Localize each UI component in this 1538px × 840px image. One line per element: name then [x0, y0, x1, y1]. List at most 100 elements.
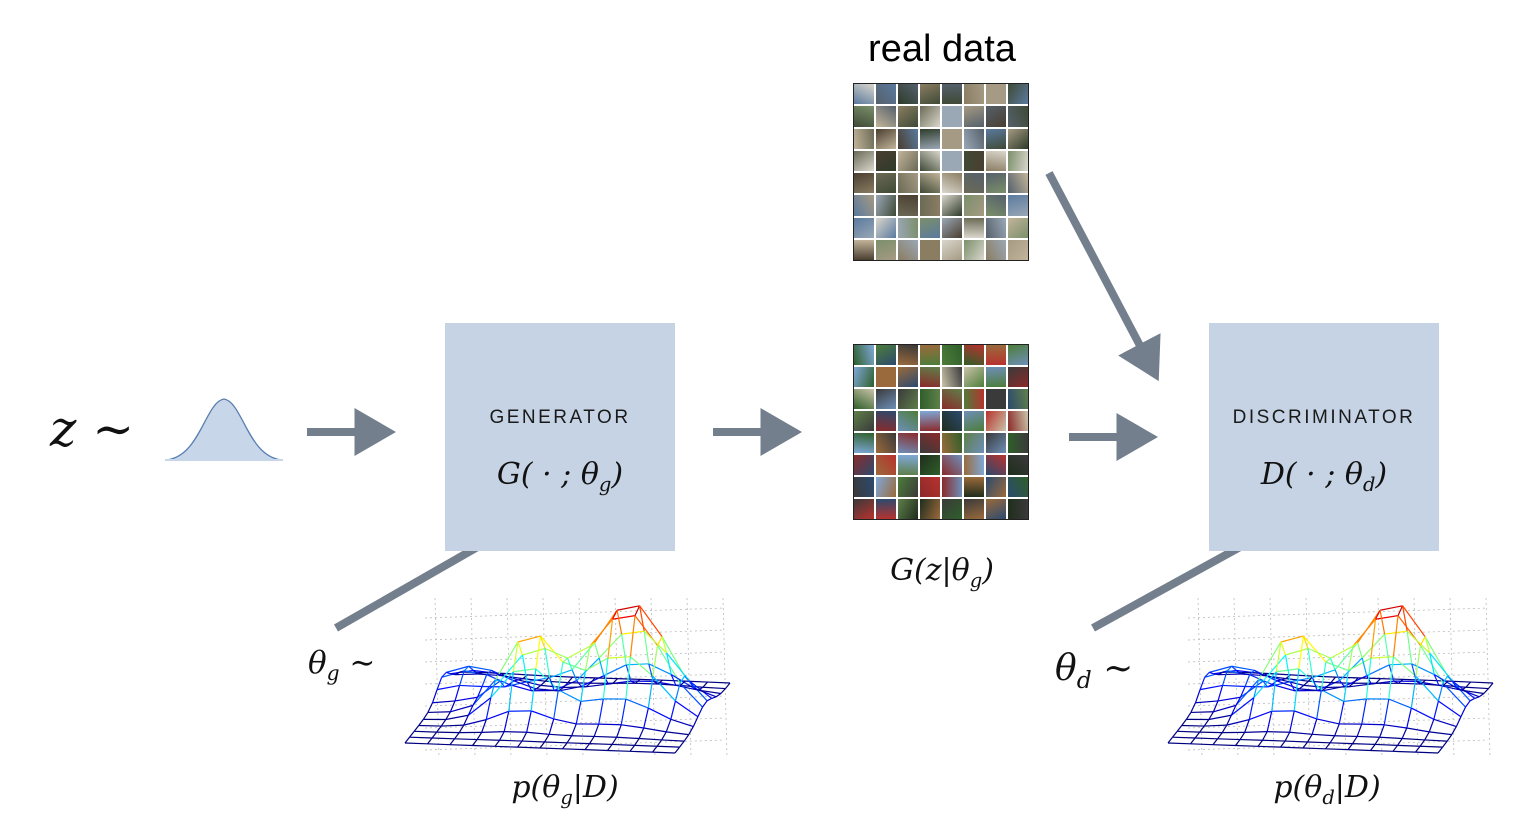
thumbnail-image	[942, 195, 962, 216]
surface-mesh-line	[634, 605, 641, 616]
surface-mesh-line	[513, 679, 519, 682]
thumbnail-image	[898, 150, 918, 171]
surface-grid-line	[470, 597, 476, 759]
surface-mesh-line	[679, 680, 686, 686]
surface-mesh-line	[449, 744, 473, 747]
thumbnail-image	[920, 345, 940, 365]
surface-mesh-line	[1298, 684, 1305, 690]
surface-mesh-line	[1357, 609, 1381, 644]
surface-mesh-line	[1419, 739, 1426, 747]
surface-mesh-line	[1167, 742, 1191, 745]
surface-mesh-line	[467, 697, 492, 716]
surface-mesh-line	[522, 647, 546, 656]
thumbnail-image	[964, 477, 984, 497]
surface-mesh-line	[1446, 734, 1453, 742]
surface-mesh-line	[1217, 738, 1241, 741]
surface-mesh-line	[1298, 635, 1305, 669]
surface-mesh-line	[463, 719, 487, 726]
thumbnail-image	[876, 150, 896, 171]
posterior-surface-discriminator	[1167, 597, 1494, 759]
thumbnail-image	[942, 84, 962, 105]
surface-mesh-line	[1276, 680, 1300, 690]
surface-mesh-line	[720, 688, 726, 694]
surface-mesh-line	[1461, 689, 1484, 695]
surface-mesh-line	[450, 704, 474, 713]
surface-mesh-line	[692, 716, 699, 727]
surface-mesh-line	[1352, 642, 1358, 647]
surface-mesh-line	[1289, 731, 1313, 735]
thumbnail-image	[986, 499, 1006, 519]
surface-mesh-line	[431, 731, 438, 739]
surface-mesh-line	[612, 743, 635, 746]
surface-mesh-line	[1284, 654, 1291, 682]
surface-mesh-line	[661, 739, 685, 742]
surface-mesh-line	[684, 675, 690, 682]
surface-mesh-line	[566, 735, 573, 744]
surface-mesh-line	[1447, 675, 1453, 682]
surface-mesh-line	[707, 681, 731, 684]
surface-mesh-line	[1302, 741, 1309, 749]
surface-mesh-line	[1415, 645, 1422, 677]
surface-mesh-line	[1257, 641, 1282, 681]
posterior-g-label: p(θg|D)	[490, 770, 640, 809]
surface-mesh-line	[629, 744, 636, 752]
thumbnail-image	[964, 195, 984, 216]
thumbnail-image	[876, 389, 896, 409]
posterior-d-label-text: p(θd|D)	[1273, 770, 1381, 809]
surface-mesh-line	[1361, 633, 1386, 659]
surface-mesh-line	[490, 679, 496, 698]
thumbnail-image	[898, 455, 918, 475]
surface-grid-line	[1233, 597, 1239, 759]
surface-mesh-line	[1330, 742, 1353, 745]
surface-grid-line	[424, 607, 726, 619]
generated-samples-image-grid	[853, 344, 1029, 520]
surface-mesh-line	[1212, 738, 1219, 746]
thumbnail-image	[854, 195, 874, 216]
surface-mesh-line	[616, 736, 640, 740]
surface-mesh-line	[490, 669, 497, 674]
surface-mesh-line	[1415, 675, 1439, 702]
surface-mesh-line	[472, 696, 479, 706]
surface-mesh-line	[1424, 636, 1431, 654]
surface-mesh-line	[477, 673, 501, 677]
surface-grid-line	[1187, 651, 1489, 663]
surface-mesh-line	[549, 677, 555, 691]
surface-mesh-line	[1397, 605, 1404, 616]
surface-mesh-line	[1307, 648, 1314, 678]
surface-mesh-line	[1465, 681, 1471, 688]
surface-mesh-line	[436, 684, 460, 691]
surface-mesh-line	[535, 684, 542, 690]
surface-mesh-line	[1402, 678, 1426, 681]
surface-mesh-line	[1307, 733, 1313, 743]
surface-mesh-line	[1411, 707, 1435, 720]
surface-mesh-line	[535, 635, 542, 669]
surface-mesh-line	[1380, 678, 1404, 680]
surface-mesh-line	[1447, 680, 1471, 683]
noise-symbol: z ∼	[50, 400, 135, 458]
surface-mesh-line	[572, 676, 596, 679]
surface-mesh-line	[446, 665, 469, 673]
thumbnail-image	[876, 455, 896, 475]
surface-mesh-line	[688, 680, 695, 689]
surface-mesh-line	[567, 742, 590, 745]
surface-mesh-line	[1281, 678, 1287, 681]
thumbnail-image	[920, 217, 940, 238]
thumbnail-image	[964, 173, 984, 194]
surface-mesh-line	[1393, 680, 1399, 684]
surface-mesh-line	[458, 724, 465, 733]
surface-mesh-line	[1290, 674, 1314, 677]
surface-mesh-line	[482, 671, 506, 675]
surface-mesh-line	[1398, 678, 1404, 684]
surface-mesh-line	[1402, 605, 1426, 638]
surface-mesh-line	[652, 675, 676, 702]
surface-mesh-line	[486, 669, 492, 676]
surface-mesh-line	[449, 738, 456, 746]
surface-mesh-line	[1397, 738, 1403, 746]
surface-mesh-line	[1330, 676, 1336, 684]
surface-mesh-line	[643, 631, 650, 664]
surface-mesh-line	[1217, 696, 1241, 702]
surface-mesh-line	[1195, 700, 1219, 704]
generated-samples-label-text: G(z|θg)	[890, 553, 994, 592]
surface-mesh-line	[1226, 665, 1233, 672]
surface-mesh-line	[639, 605, 663, 638]
